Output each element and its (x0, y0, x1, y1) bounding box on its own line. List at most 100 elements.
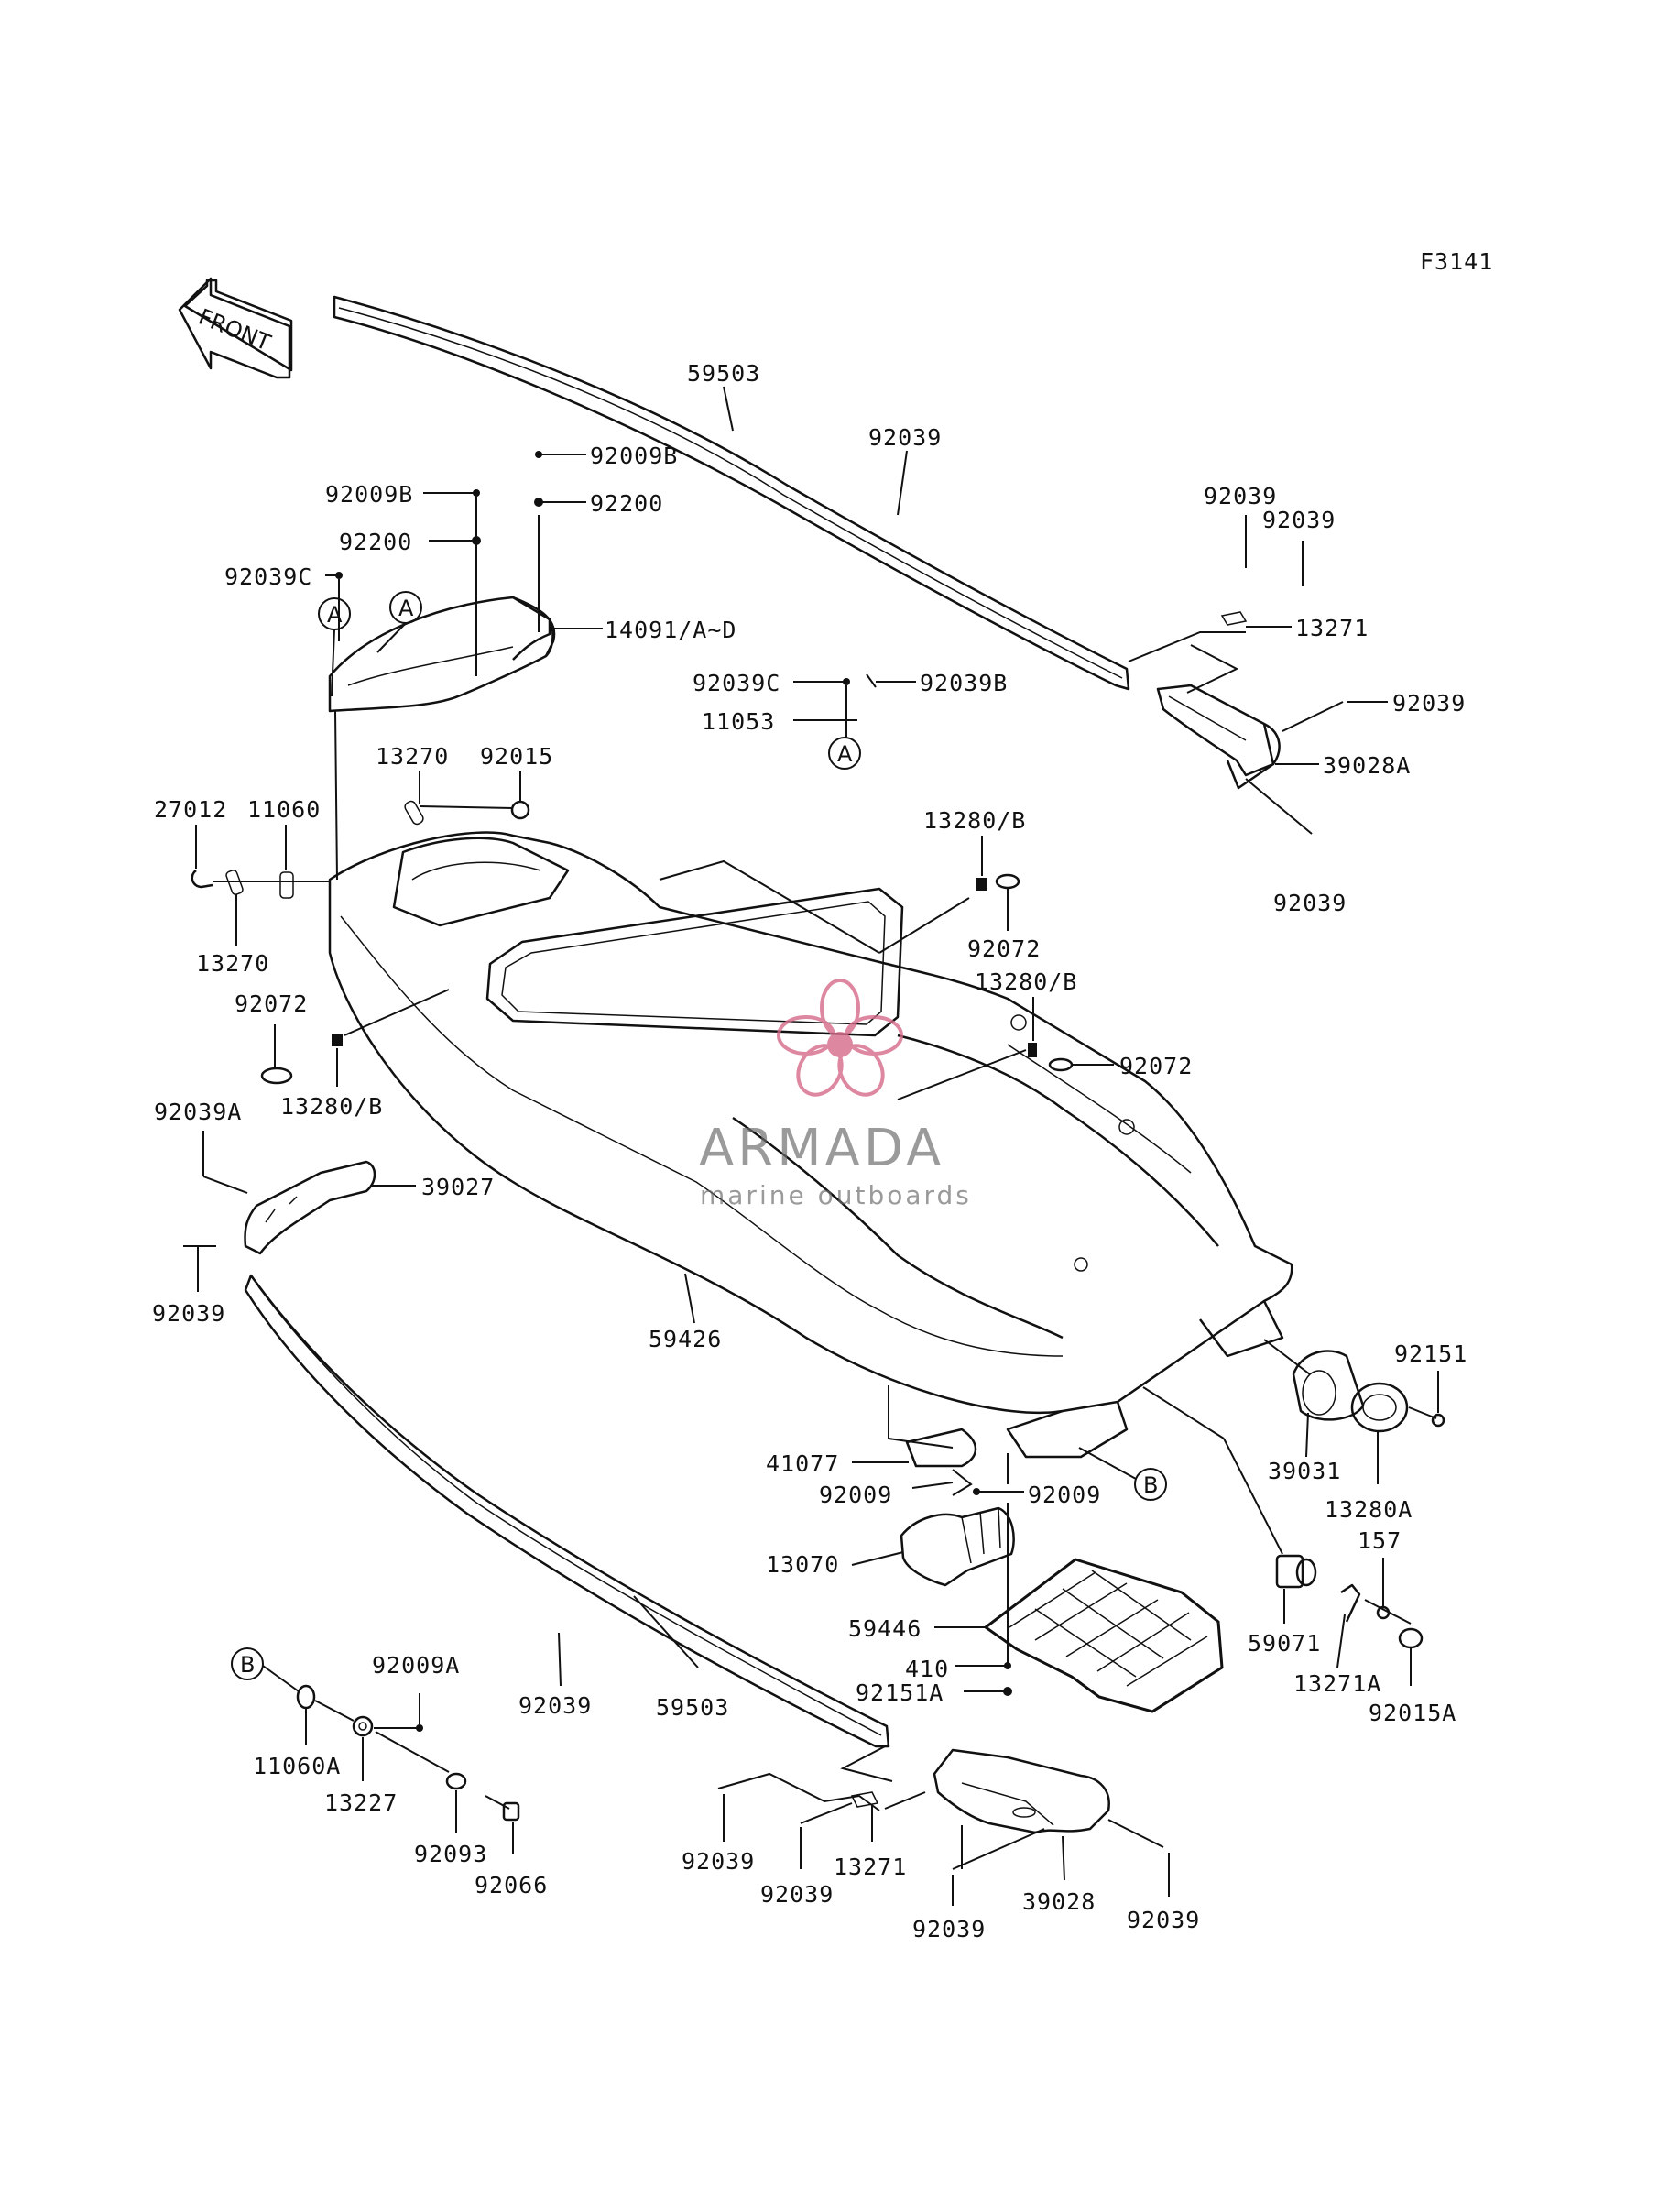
label-39028: 39028 (1022, 1888, 1096, 1915)
leader (202, 1176, 248, 1194)
clip-13227-icon (352, 1715, 374, 1737)
leader (558, 1632, 562, 1687)
label-92072-left: 92072 (235, 990, 308, 1017)
leader (1078, 1447, 1137, 1480)
label-92093: 92093 (414, 1841, 487, 1867)
cover-14091 (328, 596, 556, 713)
bumper-39027 (244, 1160, 376, 1255)
label-92039C-left: 92039C (224, 563, 312, 590)
leader (1263, 1339, 1311, 1375)
bracket-13271A-icon (1340, 1583, 1361, 1623)
label-13280B-top: 13280/B (923, 807, 1026, 834)
flower-icon (777, 979, 903, 1097)
label-410: 410 (905, 1656, 949, 1682)
leader (485, 1795, 510, 1810)
grommet-icon (1028, 1043, 1037, 1057)
front-arrow-icon: FRONT (178, 277, 293, 379)
leader (1336, 1614, 1346, 1668)
bumper-39028 (933, 1748, 1110, 1834)
label-92009-right: 92009 (1028, 1482, 1101, 1508)
label-92039: 92039 (912, 1916, 986, 1942)
leader (1107, 1819, 1164, 1848)
screw-icon (473, 489, 480, 497)
callout-A: A (318, 597, 351, 630)
leader (344, 989, 450, 1036)
cover-13280A (1350, 1382, 1409, 1433)
leader (1142, 1386, 1225, 1439)
grommet-11060A-icon (296, 1684, 316, 1710)
grommet-icon (976, 878, 987, 891)
grate-13070 (900, 1506, 1015, 1587)
screw-icon (1431, 1413, 1445, 1428)
label-13280B-mid: 13280/B (975, 968, 1077, 995)
label-92009A: 92009A (372, 1652, 460, 1679)
leader (659, 859, 880, 954)
leader (314, 1700, 355, 1722)
svg-text:A: A (327, 602, 343, 628)
label-92066: 92066 (475, 1872, 548, 1898)
svg-text:A: A (398, 596, 414, 621)
hinge-icon (225, 870, 244, 895)
plate-59446 (983, 1558, 1224, 1713)
label-13270-bot: 13270 (196, 950, 269, 977)
label-11053: 11053 (702, 708, 775, 735)
label-92009B-left: 92009B (325, 481, 413, 508)
label-92039B: 92039B (920, 670, 1008, 696)
callout-B: B (1134, 1468, 1167, 1501)
label-92015: 92015 (480, 743, 553, 770)
clip-icon (850, 1791, 879, 1808)
leader (1408, 1406, 1437, 1419)
label-13280A: 13280A (1325, 1496, 1413, 1523)
label-157: 157 (1358, 1527, 1402, 1554)
label-92039A: 92039A (154, 1099, 242, 1125)
leader (1223, 1438, 1283, 1555)
label-13070: 13070 (766, 1551, 839, 1578)
label-11060: 11060 (247, 796, 321, 823)
watermark-tagline: marine outboards (700, 1180, 972, 1210)
leader (1128, 631, 1246, 662)
label-92200: 92200 (590, 490, 663, 517)
label-59426: 59426 (649, 1326, 722, 1352)
svg-text:B: B (240, 1652, 255, 1678)
label-92039: 92039 (760, 1881, 834, 1908)
watermark-brand: ARMADA (699, 1119, 944, 1178)
label-92072-top: 92072 (967, 935, 1041, 962)
label-92039C: 92039C (693, 670, 780, 696)
label-59503-top: 59503 (687, 360, 760, 387)
label-13280B-left: 13280/B (280, 1093, 383, 1120)
label-13271-bot: 13271 (834, 1854, 907, 1880)
leader (262, 1665, 300, 1692)
screw-icon (1004, 1662, 1011, 1669)
rub-rail-top (333, 295, 1130, 691)
label-39027: 39027 (421, 1174, 495, 1200)
leader (684, 1273, 695, 1324)
label-92039: 92039 (1392, 690, 1466, 717)
label-92151: 92151 (1394, 1340, 1467, 1367)
leader (884, 1791, 926, 1810)
label-92039: 92039 (152, 1300, 225, 1327)
leader (840, 1744, 893, 1782)
callout-A: A (828, 737, 861, 770)
rub-rail-bottom (244, 1274, 890, 1748)
leader (376, 622, 407, 653)
front-arrow-text: FRONT (195, 304, 275, 356)
bumper-39028A (1156, 684, 1281, 790)
label-92039: 92039 (868, 424, 942, 451)
label-13271-top: 13271 (1295, 615, 1369, 641)
clip-92072-icon (260, 1067, 293, 1085)
label-13227: 13227 (324, 1789, 398, 1816)
leader (897, 450, 908, 516)
callout-B: B (231, 1647, 264, 1680)
label-41077: 41077 (766, 1450, 839, 1477)
label-39031: 39031 (1268, 1458, 1341, 1484)
leader (331, 629, 335, 697)
clip-92072-icon (1048, 1057, 1074, 1072)
hinge-13270-icon (404, 800, 424, 826)
screw-92066-icon (502, 1801, 520, 1822)
leader (334, 710, 338, 881)
leader (723, 386, 734, 432)
leader (800, 1802, 853, 1824)
leader (375, 1731, 450, 1773)
leader (717, 1772, 880, 1811)
